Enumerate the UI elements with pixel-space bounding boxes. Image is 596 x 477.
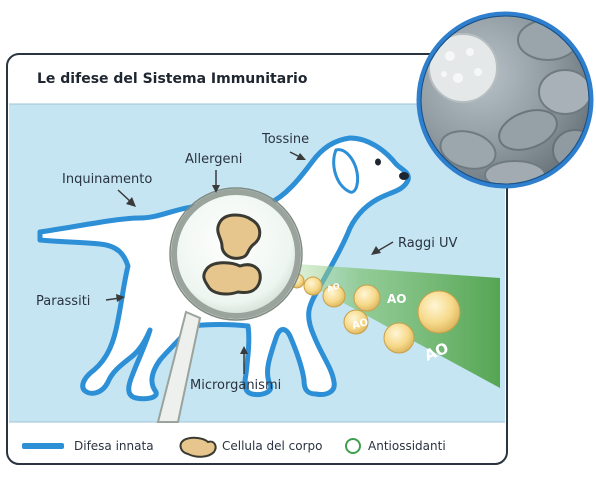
microscope-photo — [417, 12, 596, 189]
legend-innate-label: Difesa innata — [74, 439, 154, 453]
legend-innate-swatch — [22, 443, 64, 449]
ao-label: AO — [387, 292, 407, 306]
legend-antioxidant-icon — [346, 439, 360, 453]
diagram-title: Le difese del Sistema Immunitario — [37, 71, 308, 87]
legend-cell-icon — [181, 438, 216, 457]
legend-cell-label: Cellula del corpo — [222, 439, 323, 453]
dog-nose — [399, 172, 409, 180]
threat-label-tossine: Tossine — [261, 132, 309, 147]
cell-texture — [445, 51, 455, 61]
cell-texture — [453, 73, 463, 83]
ao-bubble — [304, 277, 322, 295]
cell-texture — [441, 71, 447, 77]
threat-label-raggi-uv: Raggi UV — [398, 236, 457, 251]
cell-texture — [474, 68, 482, 76]
legend-antioxidant-label: Antiossidanti — [368, 439, 446, 453]
threat-label-microrganismi: Microrganismi — [190, 378, 281, 393]
dog-eye — [375, 159, 381, 166]
threat-label-parassiti: Parassiti — [36, 294, 90, 309]
red-blood-cell — [539, 70, 591, 114]
threat-label-allergeni: Allergeni — [185, 152, 242, 167]
cell-texture — [466, 48, 474, 56]
ao-bubble — [354, 285, 380, 311]
body-cell — [204, 263, 260, 294]
ao-bubble — [384, 323, 414, 353]
ao-bubble — [418, 291, 460, 333]
threat-label-inquinamento: Inquinamento — [62, 172, 152, 187]
